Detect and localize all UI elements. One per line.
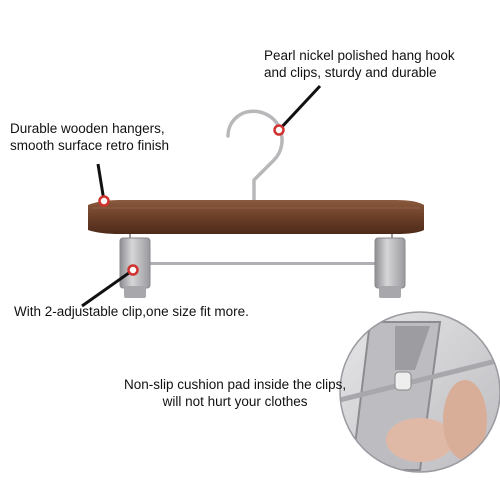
pad-callout-line2: will not hurt your clothes (162, 394, 308, 409)
wood-marker-dot (98, 195, 110, 207)
pointer-lines (81, 84, 322, 308)
clip-rail (136, 262, 386, 265)
wood-callout-line1: Durable wooden hangers, (10, 121, 165, 136)
wood-callout: Durable wooden hangers, smooth surface r… (10, 120, 169, 154)
right-clip (374, 237, 406, 289)
clip-callout-line1: With 2-adjustable clip,one size fit more… (14, 304, 249, 319)
clip-marker-dot (127, 264, 139, 276)
marker-dots (98, 124, 285, 276)
hook-marker-dot (273, 124, 285, 136)
pad-callout: Non-slip cushion pad inside the clips, w… (124, 376, 346, 410)
clip-detail-zoom (340, 312, 500, 472)
hook-callout-line1: Pearl nickel polished hang hook (264, 48, 455, 63)
left-clip (119, 237, 151, 289)
clip-callout: With 2-adjustable clip,one size fit more… (14, 303, 249, 320)
hook-callout-line2: and clips, sturdy and durable (264, 65, 437, 80)
wooden-bar (88, 200, 424, 234)
hook-callout: Pearl nickel polished hang hook and clip… (264, 47, 455, 81)
hanger-hook (226, 109, 284, 208)
pad-callout-line1: Non-slip cushion pad inside the clips, (124, 377, 347, 392)
wood-callout-line2: smooth surface retro finish (10, 138, 170, 153)
